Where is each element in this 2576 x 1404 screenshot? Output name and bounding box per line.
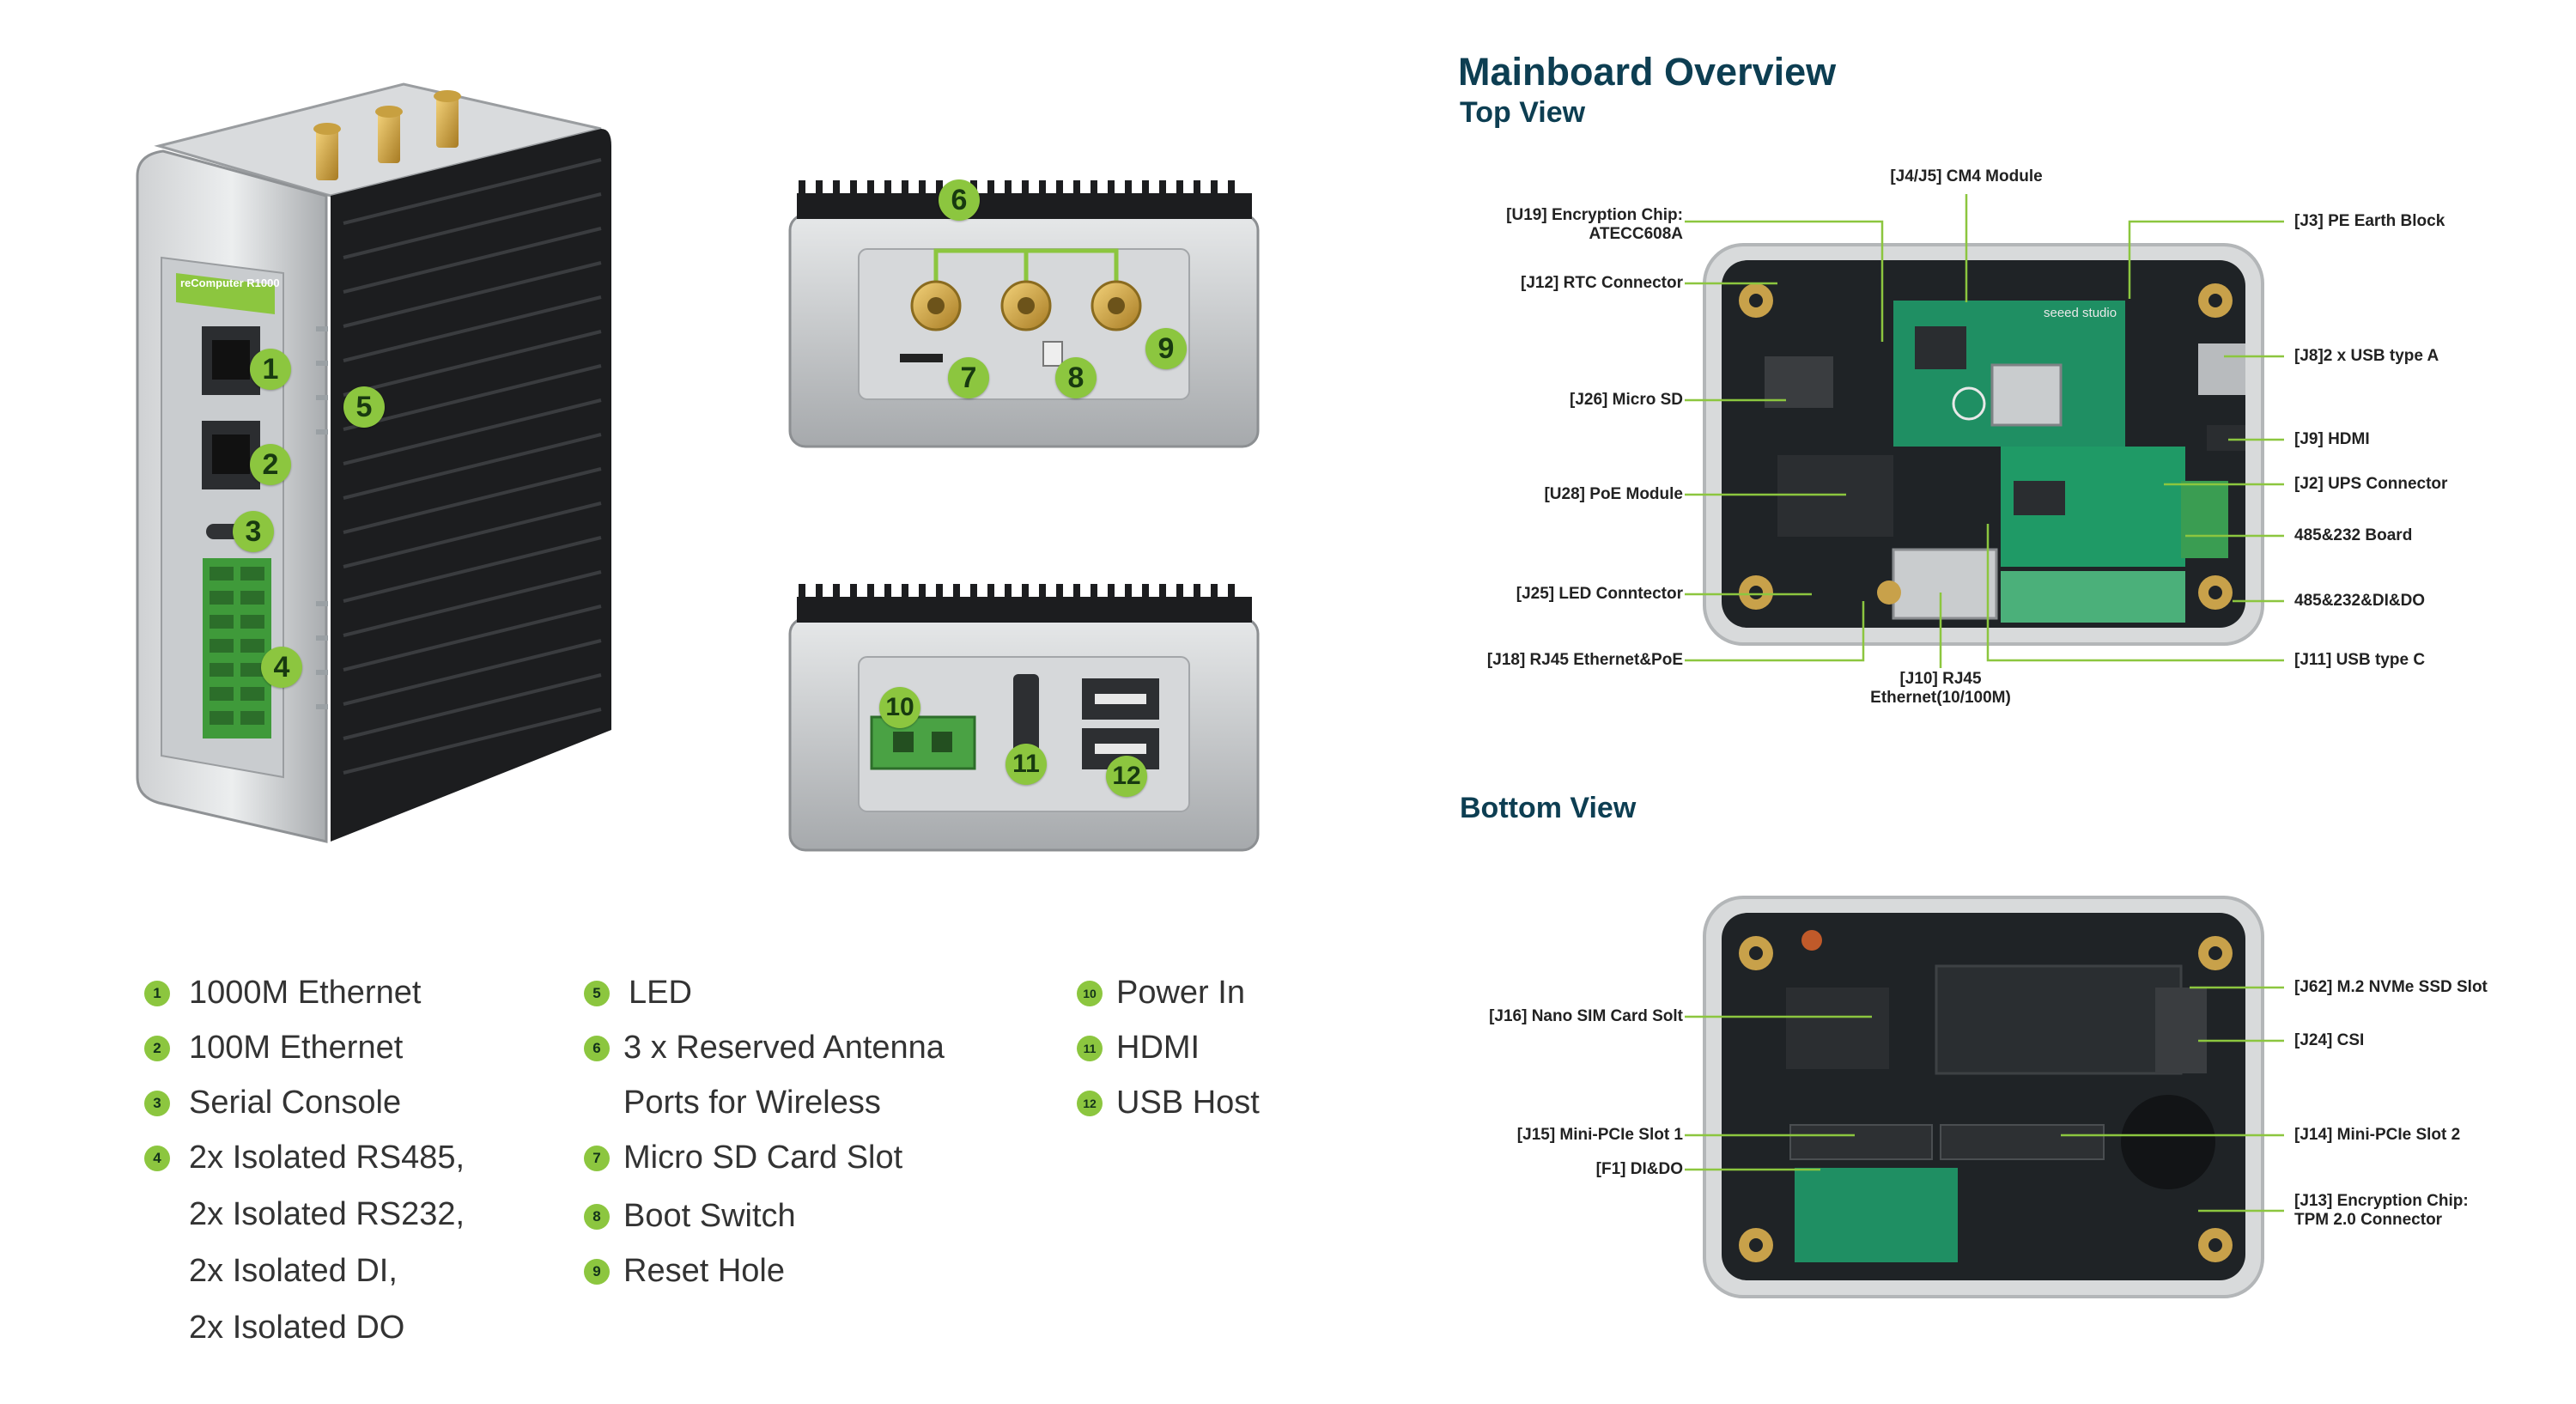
badge-9: 9 <box>1145 328 1187 369</box>
label-nvme-slot: [J62] M.2 NVMe SSD Slot <box>2294 978 2488 996</box>
board-brand-label: seeed studio <box>2044 306 2117 320</box>
device-antenna-side-view <box>788 180 1260 448</box>
badge-2: 2 <box>250 444 291 485</box>
legend-number-2: 2 <box>144 1036 170 1061</box>
legend-number-7: 7 <box>584 1146 610 1171</box>
label-poe-module: [U28] PoE Module <box>1544 485 1683 503</box>
legend-item-4-line-2: 2x Isolated RS232, <box>189 1196 465 1232</box>
badge-8: 8 <box>1055 357 1097 398</box>
legend-item-6: 3 x Reserved Antenna <box>623 1030 945 1066</box>
device-brand-label: reComputer R1000 <box>180 277 280 289</box>
legend-item-10: Power In <box>1116 975 1245 1011</box>
label-nano-sim: [J16] Nano SIM Card Solt <box>1489 1007 1683 1025</box>
label-encryption-chip: [U19] Encryption Chip: <box>1506 206 1683 224</box>
device-io-side-view <box>788 584 1260 852</box>
legend-number-9: 9 <box>584 1259 610 1285</box>
label-tpm-chip: [J13] Encryption Chip: <box>2294 1192 2469 1210</box>
legend-item-2: 100M Ethernet <box>189 1030 404 1066</box>
boot-switch <box>1042 341 1063 367</box>
label-cm4-module: [J4/J5] CM4 Module <box>1890 167 2043 185</box>
label-485-232-board: 485&232 Board <box>2294 526 2413 544</box>
device-perspective-view <box>136 82 611 843</box>
label-encryption-chip-model: ATECC608A <box>1589 225 1683 243</box>
legend-item-9: Reset Hole <box>623 1253 785 1289</box>
label-ups-connector: [J2] UPS Connector <box>2294 475 2448 493</box>
legend-item-5: LED <box>629 975 692 1011</box>
legend-number-5: 5 <box>584 981 610 1006</box>
label-tpm-connector: TPM 2.0 Connector <box>2294 1211 2443 1229</box>
page-title: Mainboard Overview <box>1458 50 1837 94</box>
legend-item-6-line-2: Ports for Wireless <box>623 1085 881 1121</box>
label-mini-pcie-1: [J15] Mini-PCIe Slot 1 <box>1516 1126 1683 1144</box>
legend-item-8: Boot Switch <box>623 1198 796 1234</box>
legend-item-4-line-3: 2x Isolated DI, <box>189 1253 398 1289</box>
badge-3: 3 <box>233 511 274 552</box>
label-rj45: [J10] RJ45 <box>1899 670 1982 688</box>
antenna-connectors <box>313 90 461 180</box>
label-485-232-di-do: 485&232&DI&DO <box>2294 592 2426 610</box>
bottom-view-title: Bottom View <box>1460 792 1637 824</box>
legend-number-3: 3 <box>144 1091 170 1116</box>
label-usb-type-a: [J8]2 x USB type A <box>2294 347 2439 365</box>
legend-number-11: 11 <box>1077 1036 1103 1061</box>
label-rj45-poe: [J18] RJ45 Ethernet&PoE <box>1486 651 1683 669</box>
micro-sd-slot <box>900 354 943 362</box>
led-indicators <box>316 326 328 709</box>
legend-item-1: 1000M Ethernet <box>189 975 422 1011</box>
legend-item-11: HDMI <box>1116 1030 1200 1066</box>
bottom-view-pcb <box>1703 896 2264 1298</box>
label-usb-type-c: [J11] USB type C <box>2294 651 2426 669</box>
badge-5: 5 <box>343 386 385 428</box>
badge-10: 10 <box>879 687 920 728</box>
label-pe-earth-block: [J3] PE Earth Block <box>2294 212 2445 230</box>
bottom-view-leader-lines <box>1685 986 2284 1213</box>
label-hdmi: [J9] HDMI <box>2294 430 2370 448</box>
top-view-title: Top View <box>1460 96 1586 129</box>
hdmi-port <box>1013 674 1039 760</box>
legend-number-4: 4 <box>144 1146 170 1171</box>
legend-item-7: Micro SD Card Slot <box>623 1140 903 1176</box>
badge-6: 6 <box>939 179 980 221</box>
top-view-leader-lines <box>1685 194 2284 668</box>
legend-item-4-line-4: 2x Isolated DO <box>189 1310 405 1346</box>
badge-11: 11 <box>1005 744 1047 785</box>
legend-number-12: 12 <box>1077 1091 1103 1116</box>
label-csi: [J24] CSI <box>2294 1031 2365 1049</box>
legend-item-4: 2x Isolated RS485, <box>189 1140 465 1176</box>
badge-4: 4 <box>261 647 302 688</box>
legend-item-3: Serial Console <box>189 1085 402 1121</box>
label-led-connector: [J25] LED Conntector <box>1516 585 1683 603</box>
label-di-do: [F1] DI&DO <box>1595 1160 1683 1178</box>
legend-number-10: 10 <box>1077 981 1103 1006</box>
heatsink-fins <box>343 158 602 775</box>
label-mini-pcie-2: [J14] Mini-PCIe Slot 2 <box>2294 1126 2461 1144</box>
top-view-pcb <box>1703 243 2264 646</box>
label-rj45-ethernet: Ethernet(10/100M) <box>1870 689 2011 707</box>
badge-1: 1 <box>250 349 291 390</box>
label-rtc-connector: [J12] RTC Connector <box>1521 274 1683 292</box>
power-terminal <box>870 715 976 770</box>
legend-item-12: USB Host <box>1116 1085 1260 1121</box>
legend-number-1: 1 <box>144 981 170 1006</box>
legend-number-6: 6 <box>584 1036 610 1061</box>
badge-7: 7 <box>948 357 989 398</box>
legend-number-8: 8 <box>584 1204 610 1230</box>
badge-12: 12 <box>1106 756 1147 797</box>
label-micro-sd: [J26] Micro SD <box>1570 391 1683 409</box>
